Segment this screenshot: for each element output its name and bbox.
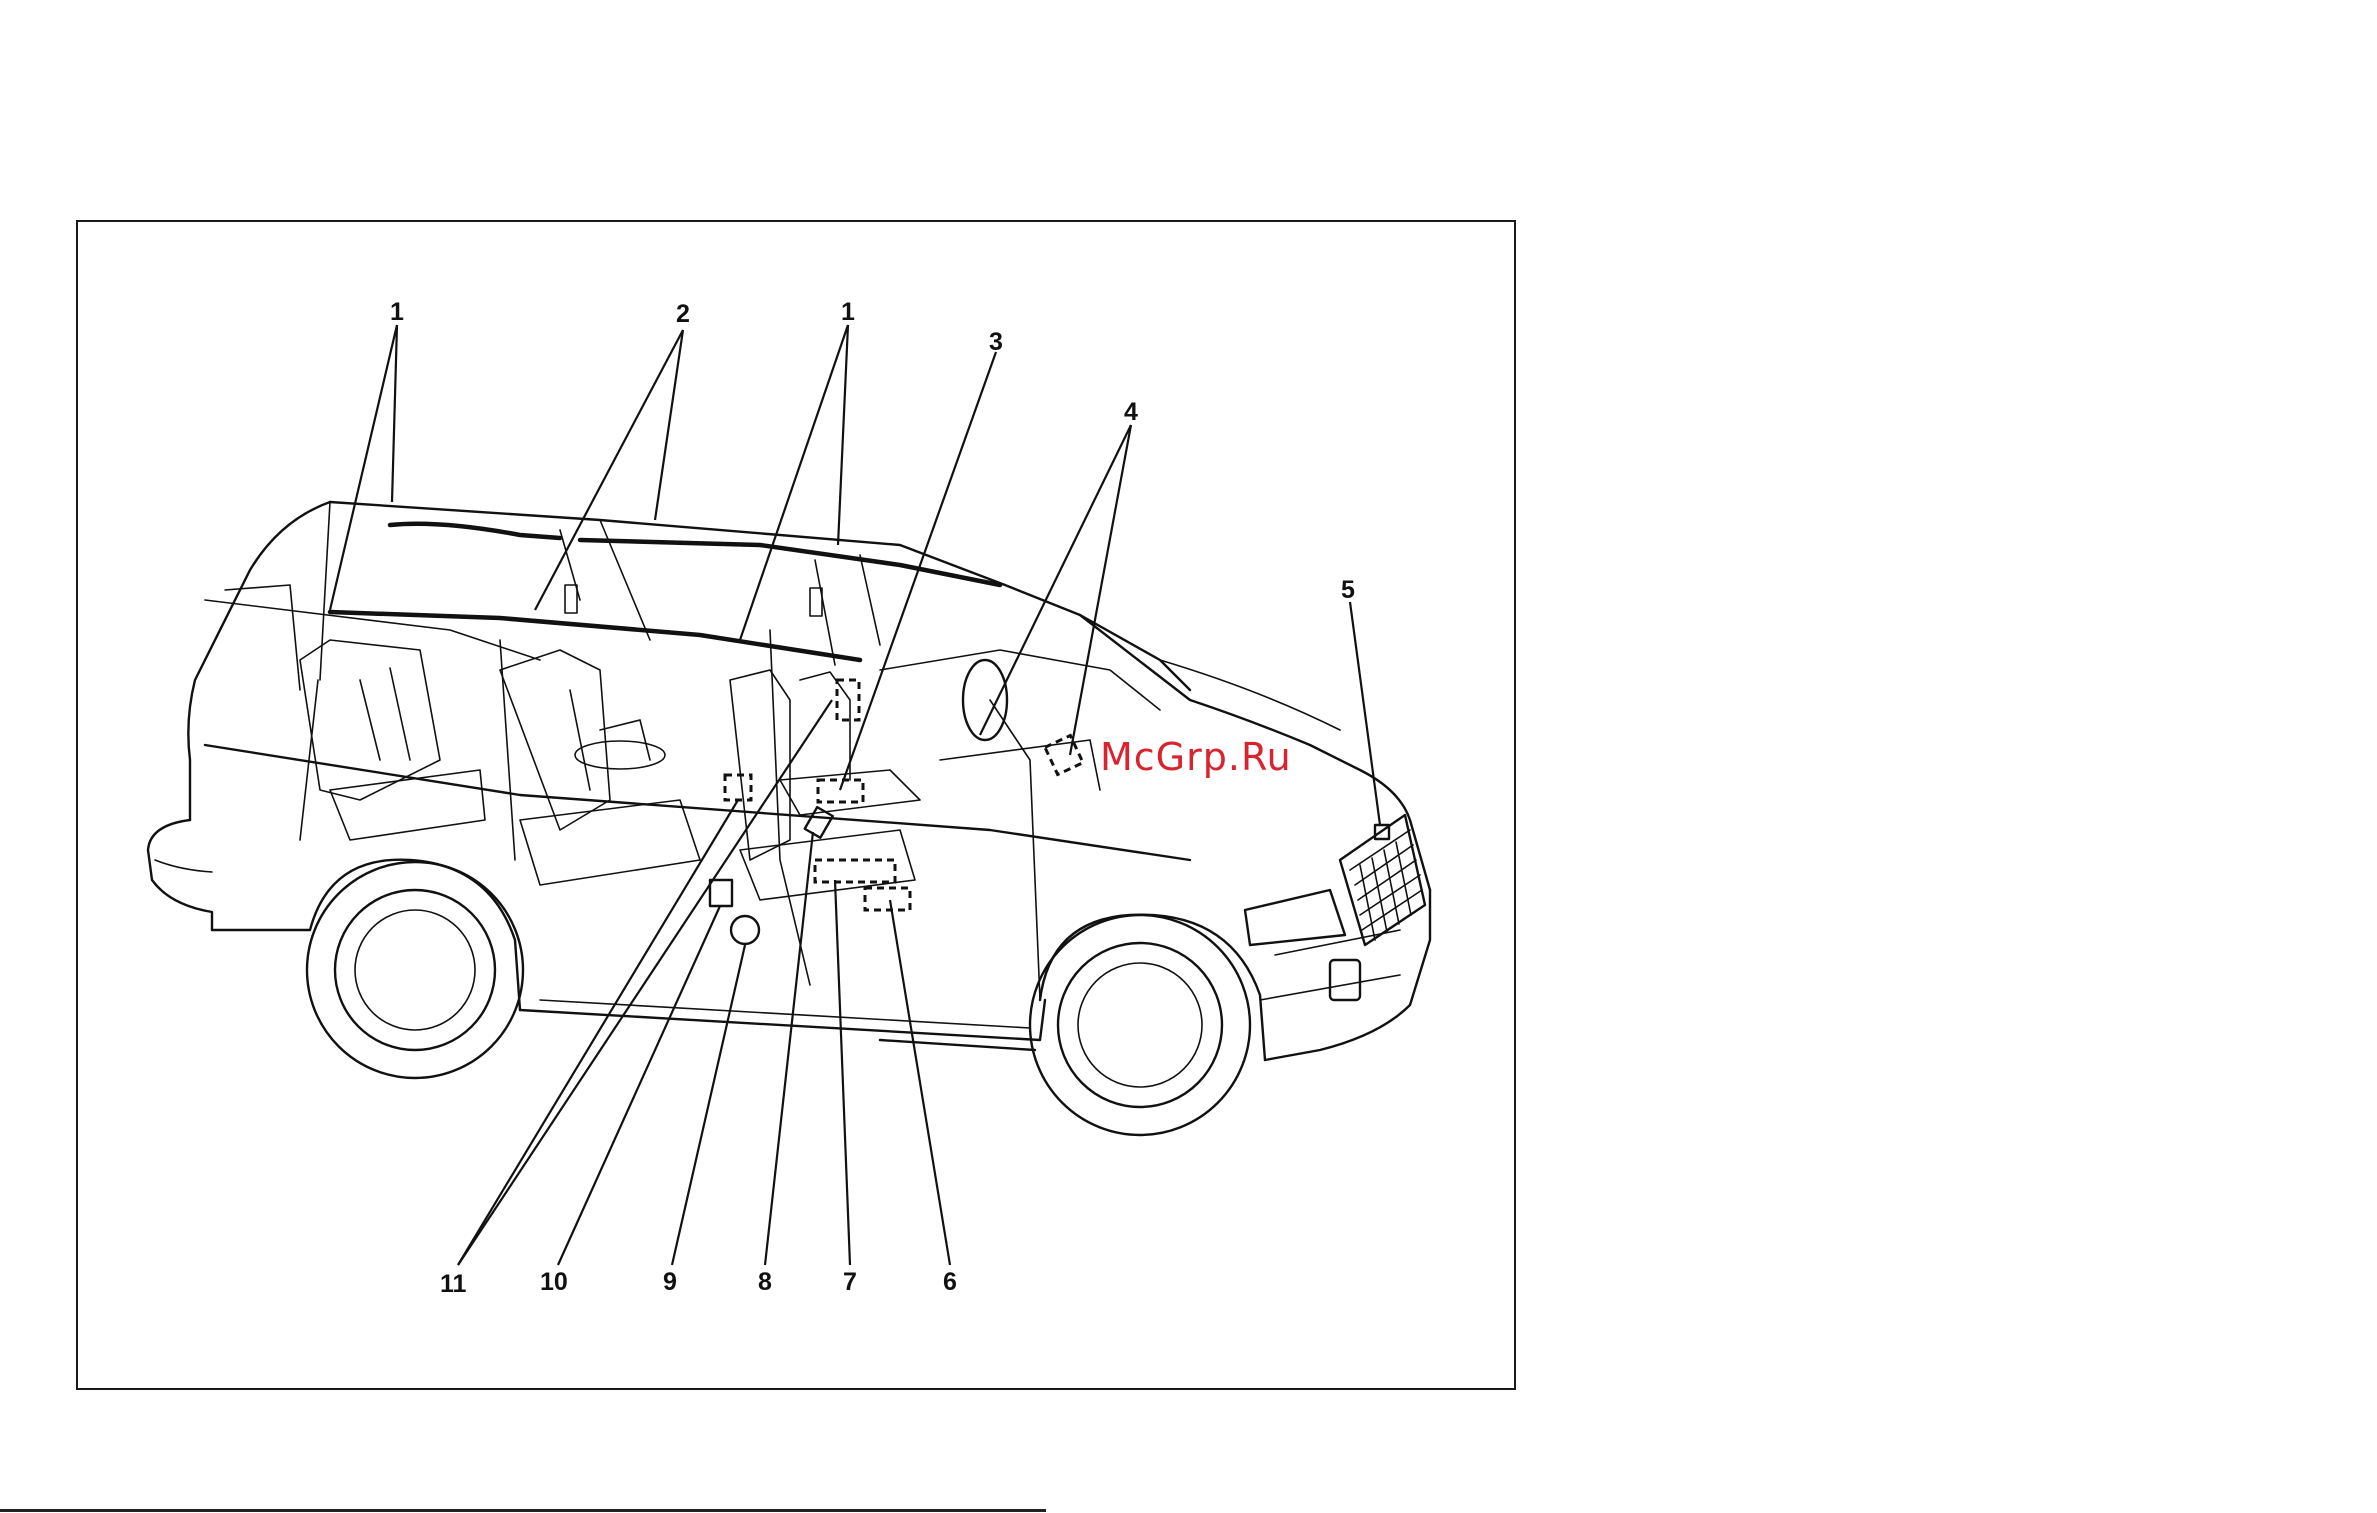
callout-11: 11 — [440, 1270, 467, 1298]
callout-4: 4 — [1124, 398, 1138, 426]
callout-5: 5 — [1341, 576, 1355, 604]
callout-3: 3 — [989, 328, 1003, 356]
callout-1-middle: 1 — [841, 298, 855, 326]
front-wheel — [1030, 915, 1250, 1135]
component-locations — [710, 680, 1389, 944]
callout-10: 10 — [540, 1268, 568, 1296]
callout-1-left: 1 — [390, 298, 404, 326]
rear-wheel — [307, 862, 523, 1078]
watermark-text: McGrp.Ru — [1100, 735, 1292, 779]
interior-seats — [300, 560, 1160, 900]
leader-lines — [330, 325, 1380, 1265]
callout-9: 9 — [663, 1268, 677, 1296]
callout-6: 6 — [943, 1268, 957, 1296]
callout-8: 8 — [758, 1268, 772, 1296]
callout-7: 7 — [843, 1268, 857, 1296]
callout-2: 2 — [676, 300, 690, 328]
